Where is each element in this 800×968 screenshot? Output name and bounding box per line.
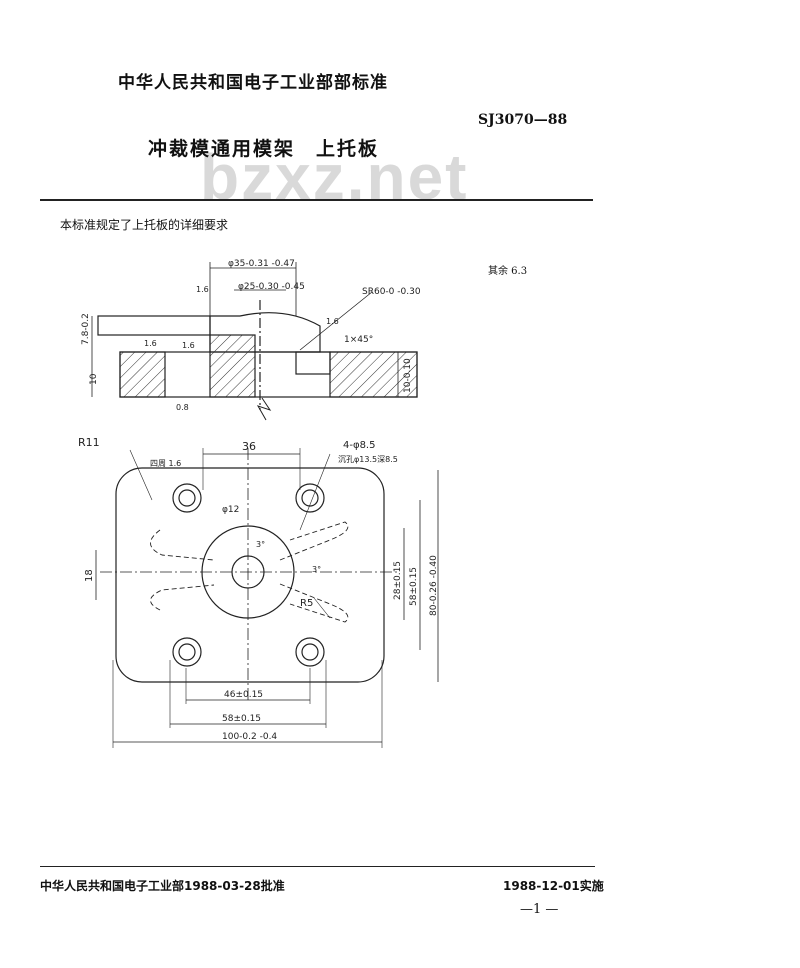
footer-rule xyxy=(40,866,595,867)
bolt-hole-br xyxy=(295,637,325,667)
rough-mark-c: 1.6 xyxy=(196,285,209,294)
issuing-organization: 中华人民共和国电子工业部部标准 xyxy=(118,73,388,93)
watermark: bzxz.net xyxy=(200,141,469,213)
dim-18: 18 xyxy=(84,569,95,582)
dim-d35: φ35-0.31 -0.47 xyxy=(228,259,295,269)
dim-100: 100-0.2 -0.4 xyxy=(222,732,277,742)
rough-mark-08: 0.8 xyxy=(176,403,189,412)
hatch-right xyxy=(329,351,418,398)
dim-58-horizontal: 58±0.15 xyxy=(222,714,261,724)
boss-outline xyxy=(97,315,211,336)
intro-text: 本标准规定了上托板的详细要求 xyxy=(60,218,229,232)
plan-view xyxy=(95,448,439,748)
dim-28: 28±0.15 xyxy=(393,561,403,600)
dim-80: 80-0.26 -0.40 xyxy=(429,555,439,616)
document-title: 冲裁模通用模架 上托板 xyxy=(148,138,380,160)
page-number: —1 — xyxy=(520,902,559,917)
hatch-center xyxy=(209,334,256,398)
dim-center-hole: φ12 xyxy=(222,505,239,515)
angle-2: 3° xyxy=(312,565,321,574)
header-rule xyxy=(40,199,593,201)
bolt-hole-bl xyxy=(172,637,202,667)
around-roughness: 四周 1.6 xyxy=(150,459,181,468)
dim-height-10: 10 xyxy=(89,373,99,385)
approval-note: 中华人民共和国电子工业部1988-03-28批准 xyxy=(40,879,285,893)
spherical-head xyxy=(209,312,321,353)
implementation-date: 1988-12-01实施 xyxy=(503,879,604,893)
section-view xyxy=(91,262,418,421)
counterbore-section xyxy=(295,351,331,375)
hatch-left xyxy=(119,351,166,398)
dim-sphere-radius: SR60-0 -0.30 xyxy=(362,287,421,297)
rough-mark-d: 1.6 xyxy=(326,317,339,326)
dim-chamfer: 1×45° xyxy=(344,335,373,345)
dim-counterbore: 沉孔φ13.5深8.5 xyxy=(338,455,398,464)
rough-mark-b: 1.6 xyxy=(182,341,195,350)
surface-roughness-note: 其余 6.3 xyxy=(488,266,528,277)
dim-corner-radius: R11 xyxy=(78,436,100,449)
dim-height-78: 7.8-0.2 xyxy=(81,313,91,345)
dashed-slots xyxy=(150,521,349,623)
bolt-hole-tr xyxy=(295,483,325,513)
standard-code: SJ3070—88 xyxy=(478,112,568,128)
plate-outline xyxy=(115,467,385,683)
dim-46: 46±0.15 xyxy=(224,690,263,700)
angle-1: 3° xyxy=(256,540,265,549)
dim-58-vertical: 58±0.15 xyxy=(409,567,419,606)
dim-holes: 4-φ8.5 xyxy=(343,440,375,451)
dim-36: 36 xyxy=(242,440,256,453)
dim-slot-radius: R5 xyxy=(300,598,313,609)
bolt-hole-tl xyxy=(172,483,202,513)
dim-d25: φ25-0.30 -0.45 xyxy=(238,282,305,292)
dim-height-10b: 10-0.10 xyxy=(403,358,413,393)
rough-mark-a: 1.6 xyxy=(144,339,157,348)
